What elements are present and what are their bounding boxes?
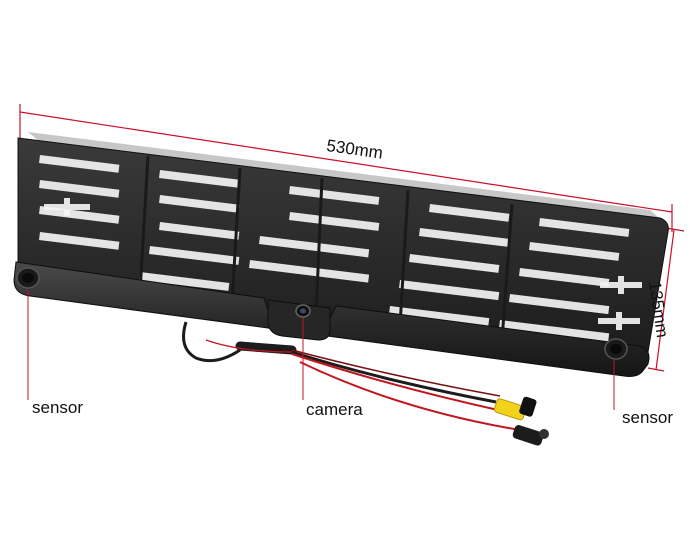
right-sensor-label: sensor <box>622 408 674 427</box>
right-sensor <box>604 338 628 360</box>
cross-holes <box>44 198 642 330</box>
label-pointers <box>27 290 615 410</box>
camera-lens <box>295 304 311 318</box>
width-dimension <box>19 104 673 232</box>
left-sensor-label: sensor <box>32 398 84 417</box>
camera-label: camera <box>306 400 363 419</box>
height-dimension <box>647 227 685 372</box>
left-sensor <box>16 267 40 289</box>
frame-grid <box>39 155 630 342</box>
camera-cables <box>182 321 521 431</box>
rca-connectors <box>493 396 549 446</box>
frame-ribs <box>138 155 514 341</box>
license-plate-frame <box>13 132 669 377</box>
